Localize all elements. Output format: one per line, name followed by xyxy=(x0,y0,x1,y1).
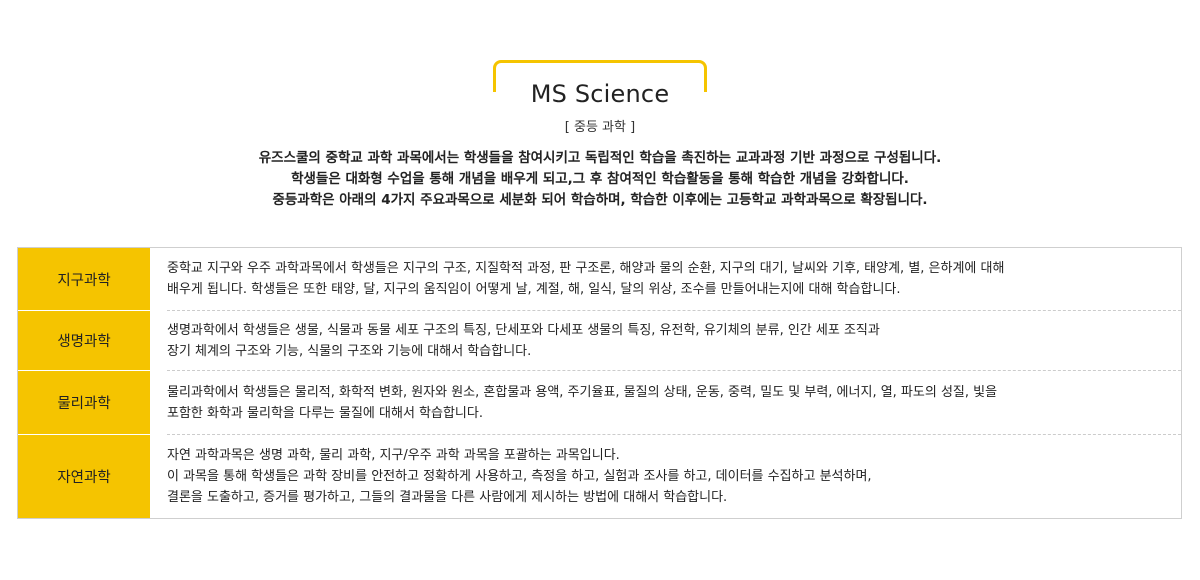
subject-row-life-science: 생명과학 생명과학에서 학생들은 생물, 식물과 동물 세포 구조의 특징, 단… xyxy=(18,311,1181,370)
subject-name: 지구과학 xyxy=(18,248,150,310)
intro-line: 학생들은 대화형 수업을 통해 개념을 배우게 되고,그 후 참여적인 학습활동… xyxy=(291,171,909,187)
description-line: 이 과목을 통해 학생들은 과학 장비를 안전하고 정확하게 사용하고, 측정을… xyxy=(167,469,872,484)
intro-line: 유즈스쿨의 중학교 과학 과목에서는 학생들을 참여시키고 독립적인 학습을 촉… xyxy=(258,150,942,166)
description-line: 포함한 화학과 물리학을 다루는 물질에 대해서 학습합니다. xyxy=(167,405,483,421)
description-line: 결론을 도출하고, 증거를 평가하고, 그들의 결과물을 다른 사람에게 제시하… xyxy=(167,490,728,505)
subjects-table: 지구과학 중학교 지구와 우주 과학과목에서 학생들은 지구의 구조, 지질학적… xyxy=(17,247,1182,519)
intro-paragraph: 유즈스쿨의 중학교 과학 과목에서는 학생들을 참여시키고 독립적인 학습을 촉… xyxy=(0,148,1200,211)
subject-row-earth-science: 지구과학 중학교 지구와 우주 과학과목에서 학생들은 지구의 구조, 지질학적… xyxy=(18,248,1181,310)
subject-name: 생명과학 xyxy=(18,311,150,370)
page-subtitle: [ 중등 과학 ] xyxy=(564,120,636,135)
description-line: 장기 체계의 구조와 기능, 식물의 구조와 기능에 대해서 학습합니다. xyxy=(167,343,532,359)
title-bracket-decoration xyxy=(493,60,707,92)
subject-name: 자연과학 xyxy=(18,435,150,518)
subject-name: 물리과학 xyxy=(18,371,150,434)
description-line: 생명과학에서 학생들은 생물, 식물과 동물 세포 구조의 특징, 단세포와 다… xyxy=(167,322,880,338)
description-line: 물리과학에서 학생들은 물리적, 화학적 변화, 원자와 원소, 혼합물과 용액… xyxy=(167,384,998,400)
subject-description: 자연 과학과목은 생명 과학, 물리 과학, 지구/우주 과학 과목을 포괄하는… xyxy=(167,435,1151,518)
description-line: 중학교 지구와 우주 과학과목에서 학생들은 지구의 구조, 지질학적 과정, … xyxy=(167,261,1005,276)
subject-description: 물리과학에서 학생들은 물리적, 화학적 변화, 원자와 원소, 혼합물과 용액… xyxy=(167,371,1151,434)
description-line: 배우게 됩니다. 학생들은 또한 태양, 달, 지구의 움직임이 어떻게 날, … xyxy=(167,282,901,297)
subject-description: 중학교 지구와 우주 과학과목에서 학생들은 지구의 구조, 지질학적 과정, … xyxy=(167,248,1151,310)
subject-row-natural-science: 자연과학 자연 과학과목은 생명 과학, 물리 과학, 지구/우주 과학 과목을… xyxy=(18,435,1181,518)
subject-row-physical-science: 물리과학 물리과학에서 학생들은 물리적, 화학적 변화, 원자와 원소, 혼합… xyxy=(18,371,1181,434)
description-line: 자연 과학과목은 생명 과학, 물리 과학, 지구/우주 과학 과목을 포괄하는… xyxy=(167,448,620,463)
subject-description: 생명과학에서 학생들은 생물, 식물과 동물 세포 구조의 특징, 단세포와 다… xyxy=(167,311,1151,370)
intro-line: 중등과학은 아래의 4가지 주요과목으로 세분화 되어 학습하며, 학습한 이후… xyxy=(272,192,928,208)
page-title: MS Science xyxy=(530,80,670,108)
